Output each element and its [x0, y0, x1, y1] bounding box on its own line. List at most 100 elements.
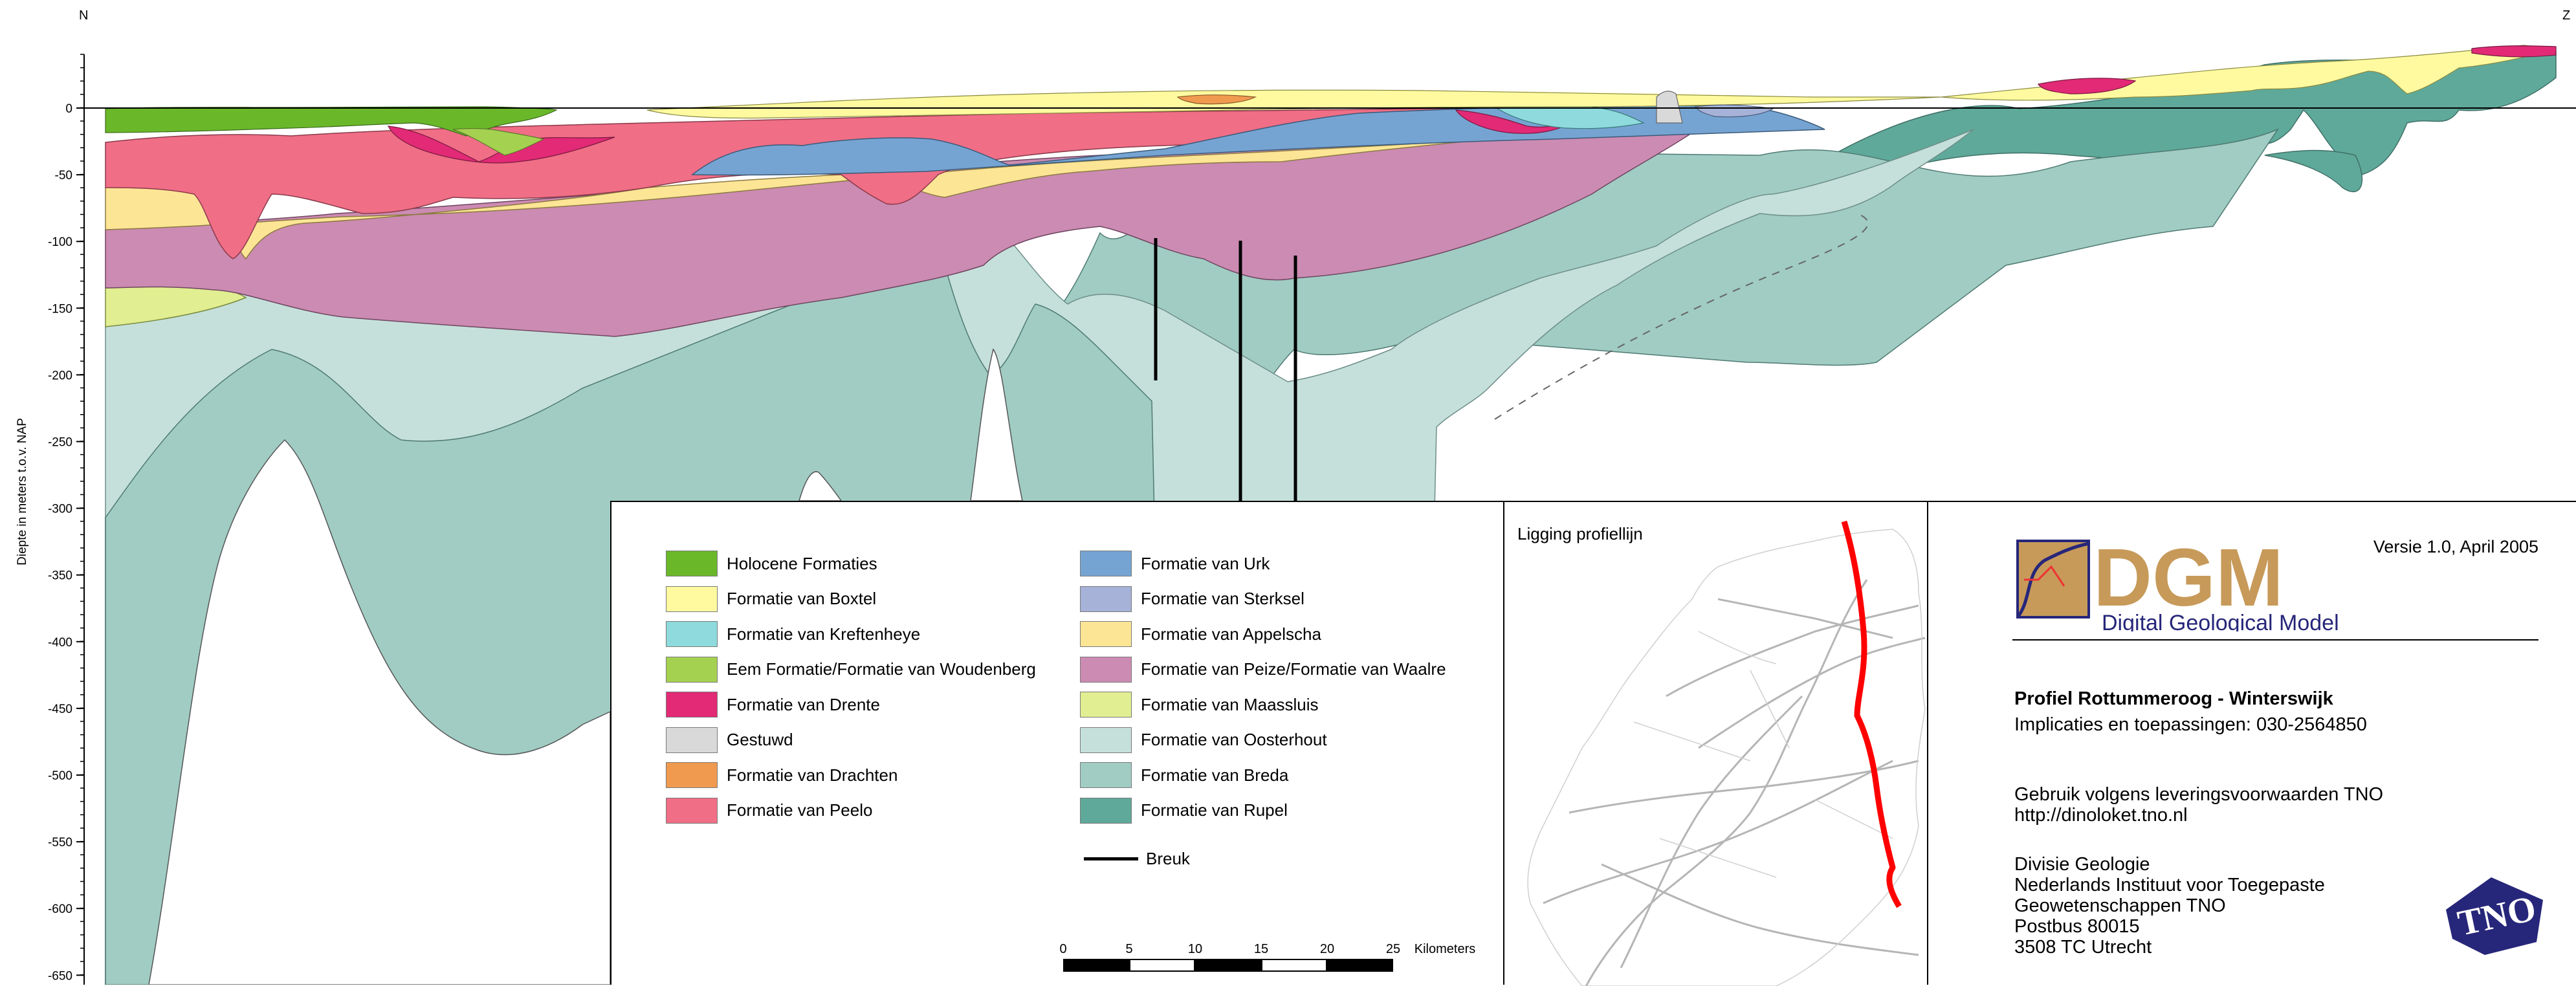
- legend-item: Formatie van Sterksel: [1080, 582, 1446, 617]
- north-label: N: [79, 8, 88, 23]
- usage-url: http://dinoloket.tno.nl: [2014, 805, 2188, 826]
- divider: [2012, 639, 2538, 641]
- address-line: Postbus 80015: [2014, 916, 2140, 937]
- legend-swatch: [1080, 656, 1132, 683]
- implications-line: Implicaties en toepassingen: 030-2564850: [2014, 714, 2367, 735]
- legend-swatch: [1080, 797, 1132, 824]
- legend-label: Holocene Formaties: [727, 553, 877, 573]
- dgm-logo: DGM Digital Geological Model: [2016, 534, 2339, 631]
- legend-label: Formatie van Drachten: [727, 765, 898, 785]
- legend-swatch: [666, 586, 718, 612]
- fault-lines: [1154, 238, 1297, 501]
- y-axis-tick-label: -400: [48, 636, 72, 650]
- south-label: Z: [2562, 8, 2570, 23]
- location-map-title: Ligging profiellijn: [1517, 524, 1643, 543]
- legend-label: Formatie van Peize/Formatie van Waalre: [1141, 659, 1446, 679]
- netherlands-map: [1527, 520, 1926, 986]
- address-line: 3508 TC Utrecht: [2014, 937, 2152, 958]
- tno-logo-shape: [2446, 877, 2543, 955]
- legend-label: Formatie van Rupel: [1141, 800, 1288, 820]
- layer-drente-right-2: [2471, 45, 2557, 58]
- scale-bar-label: 20: [1319, 942, 1335, 956]
- legend-swatch: [1080, 727, 1132, 753]
- legend-label: Formatie van Oosterhout: [1141, 730, 1327, 750]
- fault-legend-label: Breuk: [1146, 849, 1190, 868]
- legend-label: Formatie van Boxtel: [727, 589, 877, 609]
- y-axis-tick-label: 0: [65, 102, 72, 116]
- legend-item: Formatie van Maassluis: [1080, 687, 1446, 723]
- address-line: Geowetenschappen TNO: [2014, 895, 2226, 916]
- legend-item: Eem Formatie/Formatie van Woudenberg: [666, 652, 1036, 688]
- white-dome-mid: [798, 471, 842, 501]
- scale-bar-segment: [1129, 959, 1195, 972]
- legend-swatch: [1080, 692, 1132, 718]
- y-axis-label: Diepte in meters t.o.v. NAP: [16, 418, 29, 565]
- dgm-logo-subtitle: Digital Geological Model: [2102, 611, 2339, 631]
- y-axis: 0-50-100-150-200-250-300-350-400-450-500…: [16, 54, 85, 985]
- scale-bar-segment: [1195, 959, 1261, 972]
- fault-legend-item: Breuk: [1084, 849, 1190, 869]
- legend-label: Eem Formatie/Formatie van Woudenberg: [727, 659, 1036, 679]
- legend-item: Formatie van Breda: [1080, 758, 1446, 793]
- scale-bar-label: 15: [1253, 942, 1269, 956]
- legend-swatch: [666, 621, 718, 648]
- legend-swatch: [1080, 621, 1132, 648]
- legend-item: Formatie van Kreftenheye: [666, 617, 1036, 652]
- legend-label: Gestuwd: [727, 730, 793, 750]
- y-axis-tick-label: -150: [48, 302, 72, 316]
- legend-swatch: [1080, 762, 1132, 789]
- legend-item: Formatie van Boxtel: [666, 582, 1036, 617]
- layer-boxtel-left: [646, 89, 1942, 119]
- legend-swatch: [666, 692, 718, 718]
- legend-label: Formatie van Drente: [727, 694, 880, 714]
- inferred-boundary-dashed: [1494, 213, 1869, 420]
- layer-rupel-valley: [2264, 149, 2363, 192]
- layer-gestuwd: [1656, 91, 1683, 124]
- legend-item: Formatie van Drente: [666, 687, 1036, 723]
- white-dome-left: [148, 439, 611, 985]
- y-axis-tick-label: -550: [48, 836, 72, 849]
- white-dome-right: [970, 348, 1023, 501]
- legend-swatch: [666, 551, 718, 577]
- layer-peelo: [105, 106, 1618, 259]
- legend-item: Formatie van Drachten: [666, 758, 1036, 793]
- layer-holocene: [105, 106, 558, 137]
- fault-line-swatch: [1084, 857, 1138, 860]
- legend-swatch: [666, 762, 718, 789]
- y-axis-tick-label: -350: [48, 569, 72, 583]
- location-map-panel: Ligging profiellijn: [1503, 501, 1928, 986]
- legend-label: Formatie van Peelo: [727, 800, 873, 820]
- y-axis-tick-label: -500: [48, 769, 72, 783]
- layer-eem: [452, 127, 545, 156]
- y-axis-tick-label: -650: [48, 969, 72, 983]
- layer-rupel: [1772, 51, 2557, 197]
- dgm-logo-text: DGM: [2093, 534, 2284, 623]
- y-axis-tick-label: -50: [55, 169, 72, 182]
- legend-swatch: [666, 656, 718, 683]
- scale-bar-label: 10: [1187, 942, 1203, 956]
- profile-line: [1841, 520, 1902, 908]
- legend-item: Formatie van Urk: [1080, 546, 1446, 582]
- legend-swatch: [1080, 551, 1132, 577]
- version-label: Versie 1.0, April 2005: [2373, 537, 2538, 556]
- legend-item: Formatie van Oosterhout: [1080, 723, 1446, 758]
- usage-line: Gebruik volgens leveringsvoorwaarden TNO: [2014, 784, 2384, 805]
- legend-item: Formatie van Rupel: [1080, 793, 1446, 829]
- layer-drente-right: [2038, 78, 2137, 94]
- y-axis-major-ticks: 0-50-100-150-200-250-300-350-400-450-500…: [48, 102, 84, 983]
- scale-bar-segment: [1063, 959, 1129, 972]
- y-axis-tick-label: -200: [48, 369, 72, 382]
- scale-bar-label: 0: [1059, 942, 1067, 956]
- y-axis-tick-label: -450: [48, 703, 72, 716]
- layer-drente: [387, 126, 615, 164]
- legend-label: Formatie van Appelscha: [1141, 624, 1321, 644]
- legend-item: Formatie van Appelscha: [1080, 617, 1446, 652]
- scale-bar-label: 5: [1125, 942, 1133, 956]
- legend-label: Formatie van Sterksel: [1141, 589, 1305, 609]
- legend-label: Formatie van Maassluis: [1141, 694, 1319, 714]
- address-line: Divisie Geologie: [2014, 854, 2150, 875]
- legend-label: Formatie van Breda: [1141, 765, 1289, 785]
